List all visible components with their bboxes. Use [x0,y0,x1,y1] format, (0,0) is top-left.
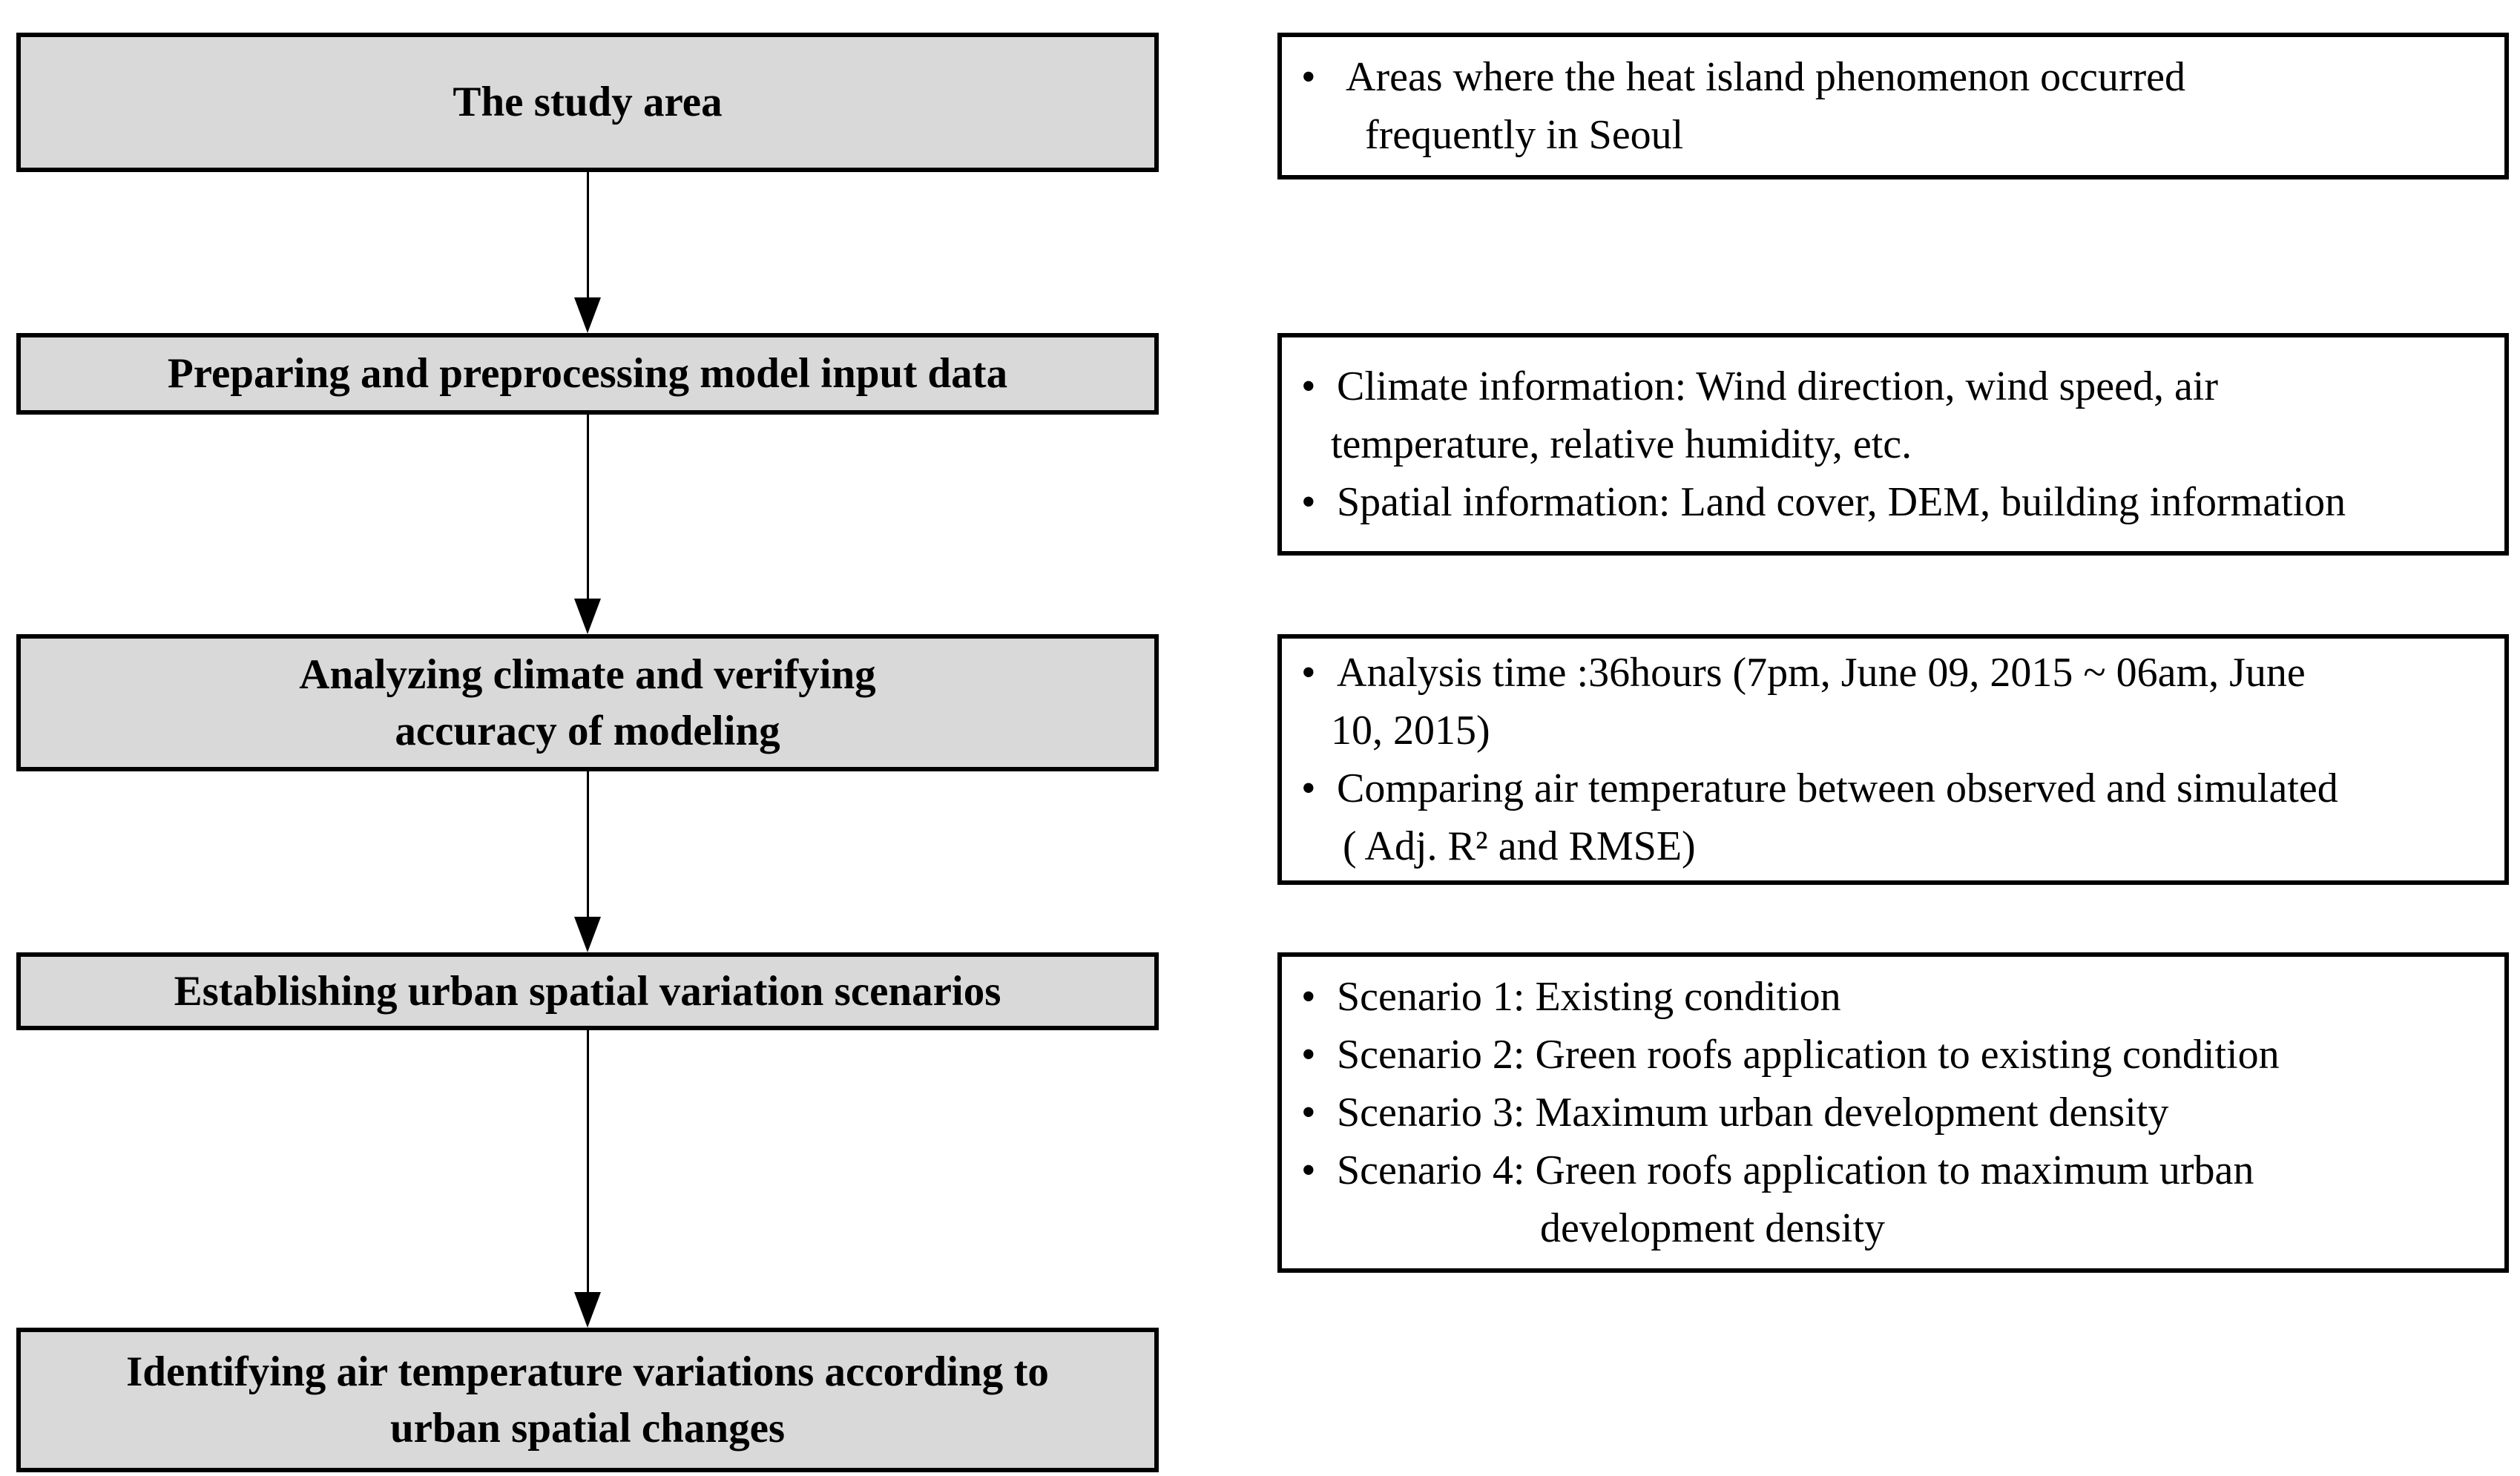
note-line: development density [1301,1199,2485,1257]
note-text: Scenario 1: Existing condition [1337,974,1841,1020]
bullet-icon: • [1301,479,1316,525]
note-text: Scenario 4: Green roofs application to m… [1337,1147,2254,1193]
step-title-line: urban spatial changes [389,1404,786,1452]
note-line: • Scenario 4: Green roofs application to … [1301,1141,2485,1199]
note-text: ( Adj. R² and RMSE) [1343,823,1696,869]
note-text: Climate information: Wind direction, win… [1337,363,2219,409]
flow-arrow-1 [574,172,601,333]
note-text: 10, 2015) [1331,708,1490,754]
step-box-identifying-variations: Identifying air temperature variations a… [16,1328,1159,1472]
bullet-icon: • [1301,54,1316,100]
step-box-preparing-input-data: Preparing and preprocessing model input … [16,333,1159,415]
note-line: 10, 2015) [1301,702,2485,760]
flow-arrow-3 [574,771,601,952]
note-line: • Analysis time :36hours (7pm, June 09, 2… [1301,644,2485,702]
note-text: Scenario 3: Maximum urban development de… [1337,1090,2169,1136]
bullet-icon: • [1301,363,1316,409]
note-text: Comparing air temperature between observ… [1337,765,2338,811]
step-title-line: Identifying air temperature variations a… [126,1348,1049,1395]
note-box-analysis-verification: • Analysis time :36hours (7pm, June 09, 2… [1277,634,2509,885]
note-line: • Spatial information: Land cover, DEM, b… [1301,473,2485,531]
note-line: • Comparing air temperature between obser… [1301,760,2485,817]
note-text: Areas where the heat island phenomenon o… [1346,54,2185,100]
step-title-line: Analyzing climate and verifying [299,650,876,698]
note-text: Scenario 2: Green roofs application to e… [1337,1032,2280,1078]
note-text: frequently in Seoul [1365,112,1684,158]
note-text: Analysis time :36hours (7pm, June 09, 20… [1337,650,2306,696]
bullet-icon: • [1301,650,1316,696]
step-title-line: Preparing and preprocessing model input … [167,350,1008,397]
note-text: Spatial information: Land cover, DEM, bu… [1337,479,2346,525]
note-line: • Scenario 2: Green roofs application to … [1301,1026,2485,1084]
step-box-establishing-scenarios: Establishing urban spatial variation sce… [16,952,1159,1030]
bullet-icon: • [1301,1090,1316,1136]
note-line: • Scenario 3: Maximum urban development d… [1301,1084,2485,1141]
step-title-line: The study area [453,79,723,125]
flow-arrow-4 [574,1030,601,1328]
flow-arrow-2 [574,415,601,634]
note-line: • Areas where the heat island phenomenon … [1301,48,2485,106]
step-title-line: accuracy of modeling [395,707,780,754]
note-line: • Scenario 1: Existing condition [1301,968,2485,1026]
note-text: development density [1540,1205,1886,1251]
bullet-icon: • [1301,974,1316,1020]
bullet-icon: • [1301,1147,1316,1193]
bullet-icon: • [1301,1032,1316,1078]
note-line: • Climate information: Wind direction, wi… [1301,358,2485,415]
note-box-study-area: • Areas where the heat island phenomenon … [1277,33,2509,179]
step-box-analyzing-climate: Analyzing climate and verifying accuracy… [16,634,1159,771]
step-box-study-area: The study area [16,33,1159,172]
bullet-icon: • [1301,765,1316,811]
note-line: ( Adj. R² and RMSE) [1301,817,2485,875]
note-line: temperature, relative humidity, etc. [1301,415,2485,473]
note-box-scenarios: • Scenario 1: Existing condition • Scenari… [1277,952,2509,1273]
note-line: frequently in Seoul [1301,106,2485,164]
note-text: temperature, relative humidity, etc. [1331,421,1912,467]
step-title-line: Establishing urban spatial variation sce… [174,967,1001,1015]
note-box-model-input-data: • Climate information: Wind direction, wi… [1277,333,2509,556]
